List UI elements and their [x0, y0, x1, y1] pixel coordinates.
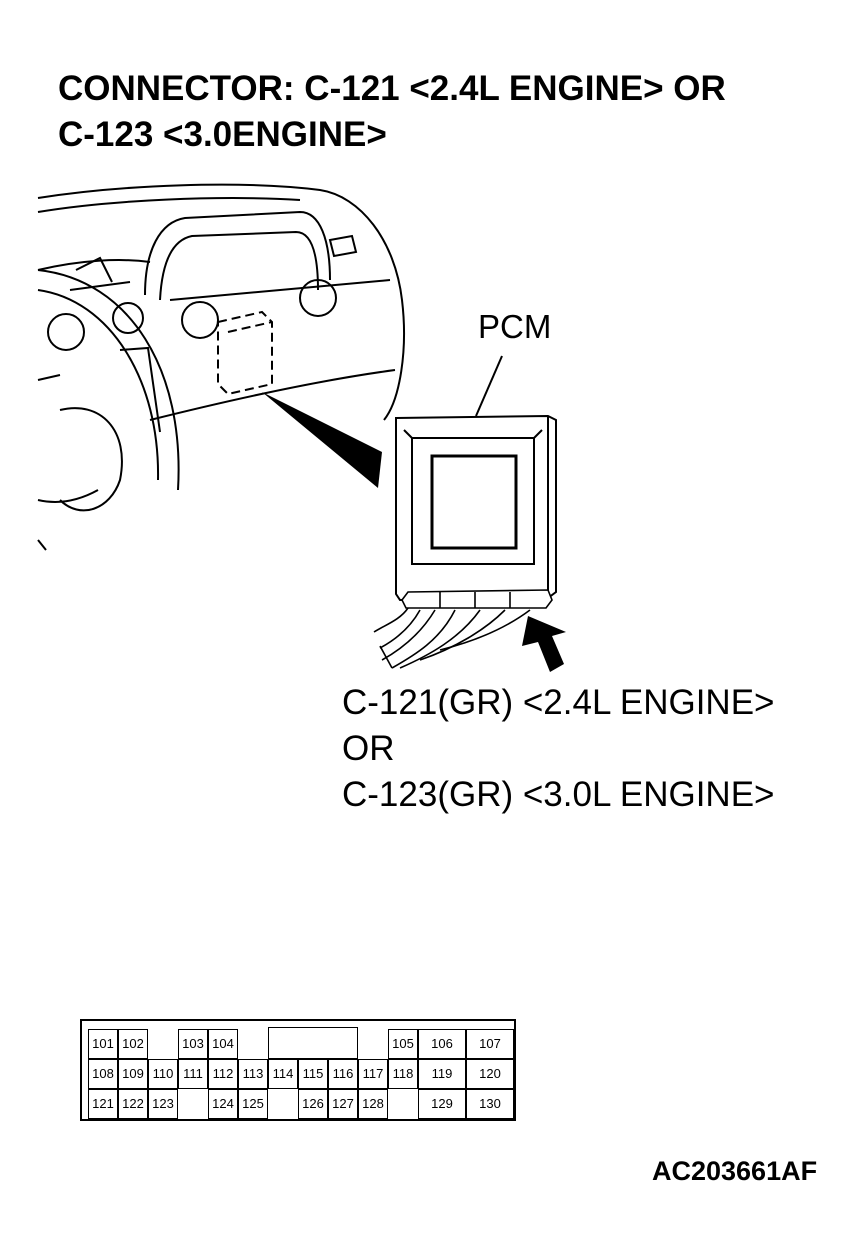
pin-109: 109 [118, 1059, 148, 1089]
pin-128: 128 [358, 1089, 388, 1119]
figure-id: AC203661AF [652, 1156, 818, 1186]
instrument-cluster [144, 210, 331, 296]
pcm-leader-line [475, 355, 503, 417]
pin-113: 113 [238, 1059, 268, 1089]
pcm-location-marker [217, 310, 273, 396]
pin-130: 130 [466, 1089, 514, 1119]
connector-label-line-3: C-123(GR) <3.0L ENGINE> [342, 775, 775, 814]
pin-125: 125 [238, 1089, 268, 1119]
connector-label-line-2: OR [342, 729, 395, 768]
pin-116: 116 [328, 1059, 358, 1089]
pin-121: 121 [88, 1089, 118, 1119]
pin-114: 114 [268, 1059, 298, 1089]
pin-129: 129 [418, 1089, 466, 1119]
pin-124: 124 [208, 1089, 238, 1119]
pin-122: 122 [118, 1089, 148, 1119]
pin-107: 107 [466, 1029, 514, 1059]
pin-101: 101 [88, 1029, 118, 1059]
pin-115: 115 [298, 1059, 328, 1089]
pin-112: 112 [208, 1059, 238, 1089]
pin-108: 108 [88, 1059, 118, 1089]
pin-110: 110 [148, 1059, 178, 1089]
connector-arrow [522, 616, 566, 672]
vent-1 [181, 301, 219, 339]
pin-120: 120 [466, 1059, 514, 1089]
pin-118: 118 [388, 1059, 418, 1089]
pcm-unit [395, 414, 557, 602]
pin-104: 104 [208, 1029, 238, 1059]
connector-label-line-1: C-121(GR) <2.4L ENGINE> [342, 683, 775, 722]
connector-pinout: 101 102 103 104 105 106 107 108 109 110 … [80, 1019, 516, 1121]
connector-key [268, 1027, 358, 1059]
pin-117: 117 [358, 1059, 388, 1089]
diagram-title: CONNECTOR: C-121 <2.4L ENGINE> OR C-123 … [58, 66, 726, 158]
wiring-harness [373, 589, 553, 669]
callout-pointer [262, 392, 382, 488]
pin-105: 105 [388, 1029, 418, 1059]
title-line-2: C-123 <3.0ENGINE> [58, 115, 387, 154]
pin-102: 102 [118, 1029, 148, 1059]
title-line-1: CONNECTOR: C-121 <2.4L ENGINE> OR [58, 69, 726, 108]
pin-106: 106 [418, 1029, 466, 1059]
steering-wheel [37, 269, 180, 491]
dashboard-pcm-illustration [37, 183, 566, 672]
pin-123: 123 [148, 1089, 178, 1119]
connector-labels: C-121(GR) <2.4L ENGINE> OR C-123(GR) <3.… [342, 680, 774, 818]
pcm-label: PCM [478, 308, 552, 345]
dashboard-outline [37, 183, 405, 421]
vent-2 [299, 279, 337, 317]
pin-111: 111 [178, 1059, 208, 1089]
pin-127: 127 [328, 1089, 358, 1119]
pin-103: 103 [178, 1029, 208, 1059]
pin-119: 119 [418, 1059, 466, 1089]
pin-126: 126 [298, 1089, 328, 1119]
